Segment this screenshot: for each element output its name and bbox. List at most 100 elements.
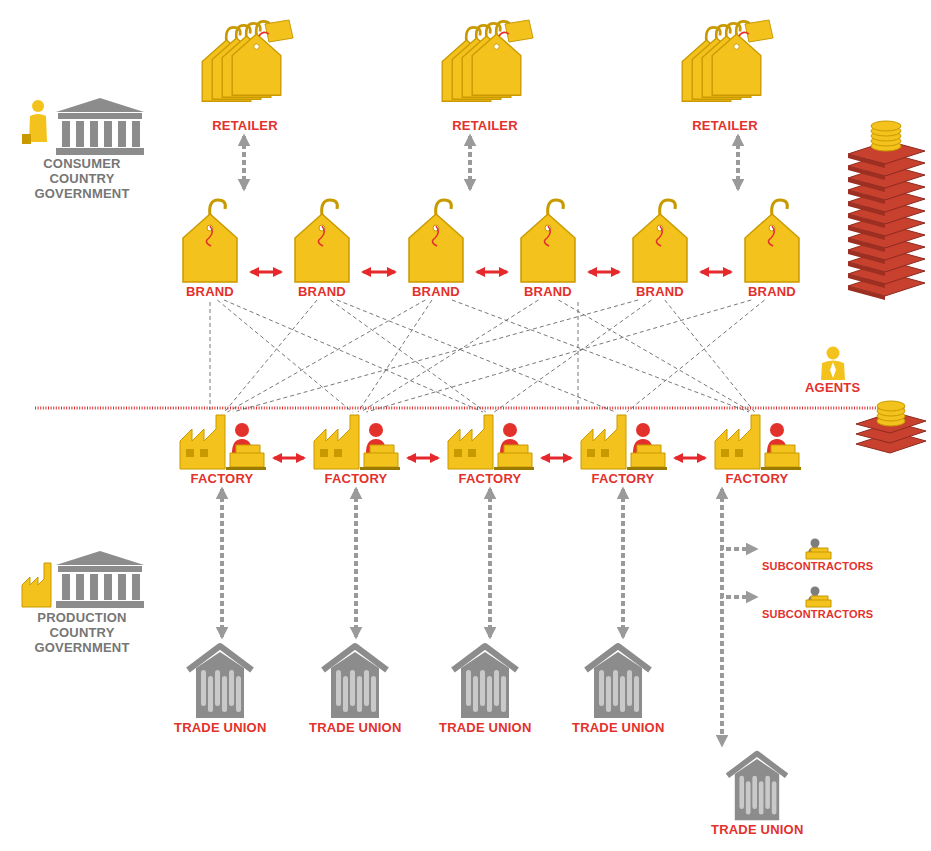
shopping-bag	[22, 134, 31, 144]
node-label: TRADE UNION	[711, 822, 803, 837]
brand-node: BRAND	[734, 192, 810, 299]
factory-building	[448, 415, 493, 469]
money-slab-side	[848, 250, 885, 264]
tag-string	[768, 226, 774, 246]
small-factory	[22, 563, 51, 607]
column	[132, 121, 140, 147]
agent-node: AGENTS	[802, 346, 863, 395]
peer-arrow	[274, 457, 304, 460]
retailer-icon	[195, 12, 295, 118]
relation-arrow	[354, 489, 358, 637]
node-label: BRAND	[401, 284, 471, 299]
factory-icon	[577, 413, 669, 471]
peer-arrow	[589, 271, 619, 274]
node-label: TRADE UNION	[309, 720, 401, 735]
tag-string	[544, 226, 550, 246]
union-node: TRADE UNION	[306, 640, 404, 735]
hanger-hook	[322, 200, 338, 216]
factory-node: FACTORY	[173, 413, 271, 486]
tag-string	[739, 32, 749, 36]
hanger-hook	[660, 200, 676, 216]
column	[118, 121, 126, 147]
factory-building	[314, 415, 359, 469]
sourcing-link	[210, 302, 211, 410]
hanger	[521, 200, 575, 282]
pediment	[56, 98, 144, 112]
peer-arrow	[408, 457, 438, 460]
hanger-hook	[772, 200, 788, 216]
column	[90, 574, 98, 600]
sourcing-link	[217, 300, 352, 412]
consumer-body	[29, 114, 47, 142]
sewing-machine	[765, 445, 799, 467]
sourcing-link	[225, 300, 318, 412]
raised-hand	[766, 776, 771, 809]
node-label: BRAND	[513, 284, 583, 299]
brand-node: BRAND	[510, 192, 586, 299]
hanger-hook	[436, 200, 452, 216]
machine-table	[627, 467, 667, 470]
money-slab-side	[848, 190, 885, 204]
sewing-machine	[230, 445, 264, 467]
peer-arrow	[675, 457, 705, 460]
govP-icon	[20, 548, 144, 610]
relation-arrow	[720, 489, 724, 745]
union-icon	[319, 640, 391, 720]
raised-hand	[208, 676, 213, 712]
sourcing-link	[627, 300, 765, 412]
node-label: TRADE UNION	[439, 720, 531, 735]
money-slab-side	[848, 154, 885, 168]
money-slab-side	[848, 262, 885, 276]
relation-arrow	[621, 489, 625, 637]
column	[76, 574, 84, 600]
retailer-icon	[675, 12, 775, 118]
factory-building	[180, 415, 225, 469]
node-label: FACTORY	[176, 471, 268, 486]
coin	[877, 401, 905, 411]
raised-hand	[599, 670, 604, 706]
agent-head	[826, 347, 839, 360]
union-walls	[461, 652, 509, 718]
tag-string	[259, 32, 269, 36]
raised-hand	[371, 676, 376, 712]
sourcing-link	[558, 300, 751, 412]
node-label: FACTORY	[310, 471, 402, 486]
raised-hand	[222, 676, 227, 712]
brand-node: BRAND	[172, 192, 248, 299]
union-icon	[449, 640, 521, 720]
hanger-tag	[633, 214, 687, 282]
worker-head	[636, 423, 650, 437]
raised-hand	[634, 676, 639, 712]
brand-node: BRAND	[398, 192, 474, 299]
column	[104, 574, 112, 600]
agent-icon	[816, 346, 850, 380]
column	[62, 574, 70, 600]
sourcing-link	[452, 300, 749, 412]
raised-hand	[201, 670, 206, 706]
node-label: TRADE UNION	[174, 720, 266, 735]
worker-head	[369, 423, 383, 437]
retailer-node: RETAILER	[432, 12, 538, 133]
hanger-tag	[472, 34, 521, 95]
node-label: SUBCONTRACTORS	[762, 608, 873, 621]
factory-window	[735, 449, 743, 457]
union-node: TRADE UNION	[171, 640, 269, 735]
agent-tie	[830, 362, 836, 378]
factory-window	[454, 449, 462, 457]
tag-hole	[494, 44, 499, 49]
hanger	[633, 200, 687, 282]
factory-window	[320, 449, 328, 457]
hanger-tag	[521, 214, 575, 282]
hanger	[183, 200, 237, 282]
raised-hand	[336, 670, 341, 706]
hanger-hook	[210, 200, 226, 216]
column	[118, 574, 126, 600]
factory-window	[721, 449, 729, 457]
machine-table	[761, 467, 801, 470]
union-icon	[184, 640, 256, 720]
retailer-icon	[435, 12, 535, 118]
union-icon	[722, 748, 792, 822]
relation-arrow	[736, 136, 740, 189]
